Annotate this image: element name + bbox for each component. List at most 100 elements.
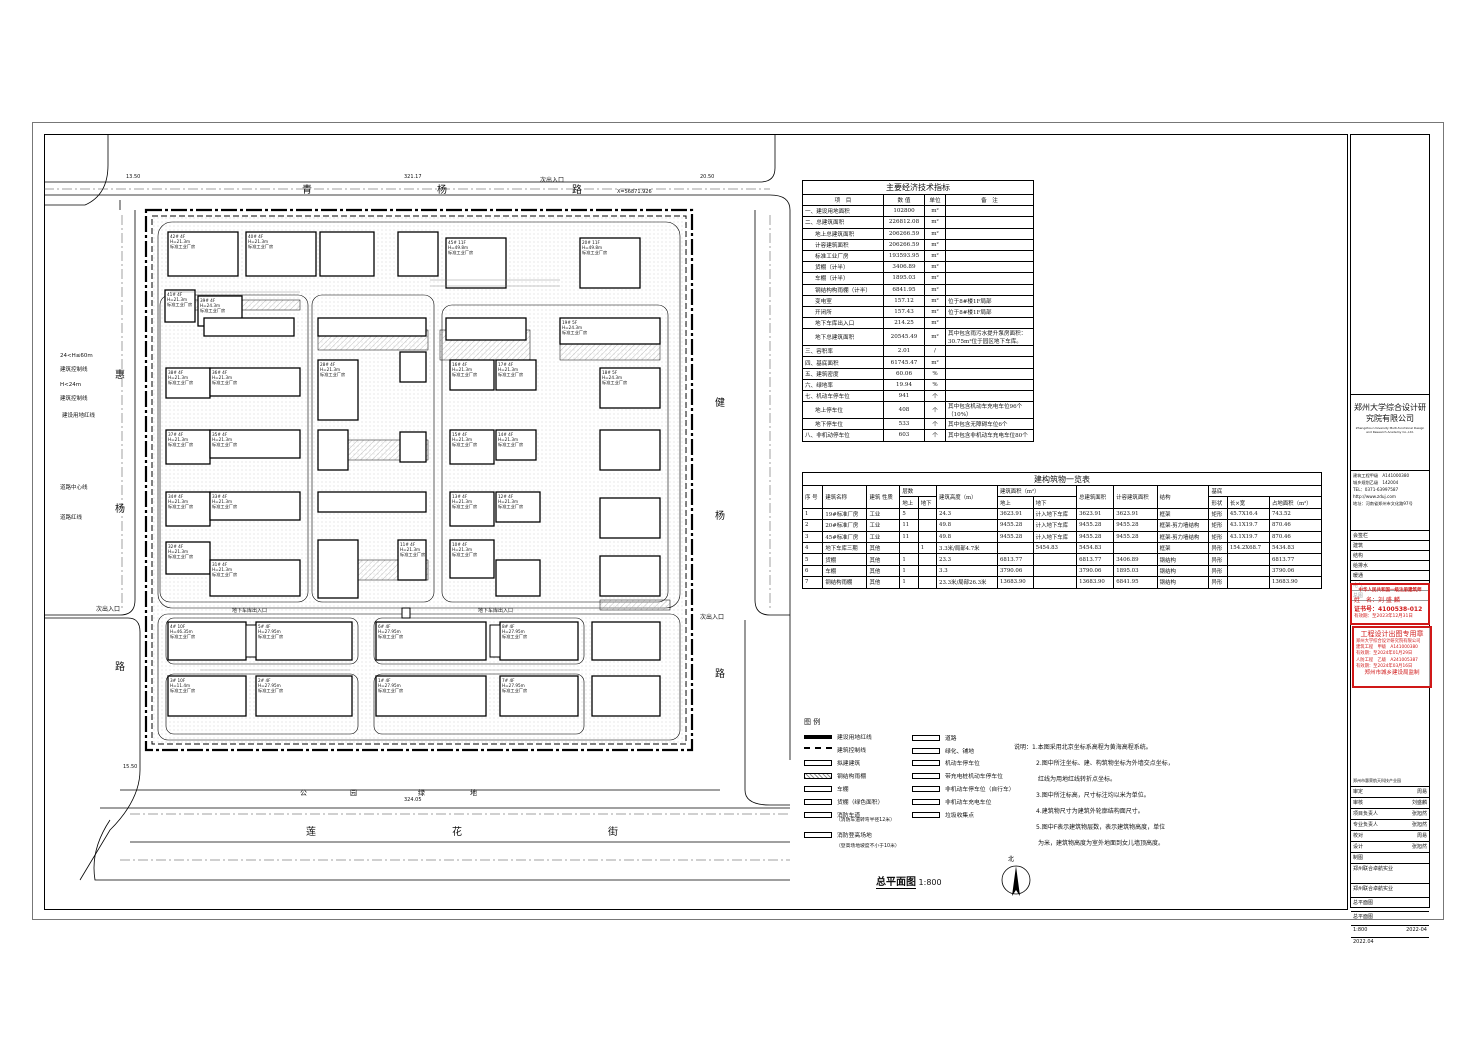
- bld-cell: 其他: [866, 576, 901, 589]
- road-centerlines: [44, 188, 790, 861]
- building-19: [165, 429, 211, 465]
- econ-cell: 408: [883, 401, 925, 420]
- signature-row: 专业负责人张旭然: [1351, 820, 1429, 831]
- drawing-name: 总平面图: [1351, 898, 1429, 912]
- legend-swatch: [912, 811, 940, 818]
- bld-subheader: 形状: [1208, 496, 1228, 509]
- building-13: [209, 367, 301, 397]
- bld-cell: 9455.28: [996, 530, 1034, 543]
- legend-swatch: [912, 785, 940, 792]
- title-block: 郑州大学综合设计研究院有限公司 Zhengzhou University Mul…: [1350, 134, 1430, 945]
- econ-cell: 226812.08: [883, 216, 925, 229]
- bld-cell: 工业: [866, 530, 901, 543]
- bld-cell: 6813.77: [996, 553, 1034, 566]
- econ-header: 数 值: [883, 193, 925, 207]
- building-21: [317, 429, 349, 471]
- bld-header: 结构: [1156, 485, 1210, 509]
- bld-cell: 3: [801, 530, 824, 543]
- econ-cell: 206266.59: [883, 238, 925, 251]
- design-seal: 工程设计出图专用章 郑州大学综合设计研究院有限公司 建筑工程 甲级 A14100…: [1352, 626, 1432, 688]
- bld-cell: 1895.03: [1113, 564, 1158, 578]
- legend-item: 消防登高场地: [804, 830, 872, 839]
- bld-cell: 11: [899, 530, 919, 543]
- econ-cell: m²: [924, 283, 946, 296]
- plan-title-scale: 1:800: [918, 878, 942, 887]
- design-seal-org: 郑州市城乡建设局监制: [1364, 670, 1420, 677]
- econ-cell: 标准工业厂房: [802, 249, 884, 263]
- drawing-sheet: [32, 122, 1444, 920]
- seal-name: 姓 名：刘 盛 麟: [1354, 597, 1400, 604]
- bld-cell: 154.2X68.7: [1226, 541, 1271, 555]
- legend-fire-note-1: （消防车道转弯半径12米）: [836, 818, 895, 823]
- econ-cell: 三、容积率: [802, 345, 884, 358]
- econ-cell: [945, 345, 1034, 358]
- econ-cell: m²: [924, 272, 946, 285]
- econ-cell: 位于8#楼1F局部: [945, 294, 1034, 307]
- bld-cell: 3623.91: [1113, 507, 1158, 521]
- legend-item: 钢结构雨棚: [804, 771, 866, 780]
- website: http://www.zduj.com: [1353, 494, 1396, 499]
- legend-item: 垃圾收集点: [912, 810, 974, 819]
- bld-cell: 3790.06: [1076, 564, 1115, 578]
- bld-header: 总建筑面积: [1076, 485, 1115, 509]
- role-name: 张旭然: [1411, 822, 1427, 828]
- plan-title: 总平面图 1:800: [876, 873, 942, 889]
- bld-cell: [917, 519, 938, 532]
- seal-number: 证书号：4100538-012: [1354, 606, 1423, 613]
- bld-cell: 1: [899, 576, 919, 589]
- note-line: 为米，建筑物高度为室外地面到女儿墙顶高度。: [1038, 840, 1165, 847]
- drawing-frame: [44, 134, 1348, 910]
- bld-cell: 1: [899, 564, 919, 578]
- building-27: [209, 491, 301, 521]
- bld-cell: 工业: [866, 519, 901, 532]
- econ-cell: 61745.47: [883, 356, 925, 369]
- building-46: [375, 675, 487, 717]
- bld-cell: [917, 530, 938, 543]
- bld-cell: 870.46: [1269, 519, 1322, 532]
- building-20: [209, 429, 301, 459]
- bld-cell: 5: [899, 507, 919, 521]
- design-seal-company: 郑州大学综合设计研究院有限公司: [1356, 639, 1421, 644]
- signature-row: 审定周易: [1351, 787, 1429, 798]
- legend-item: 消防车道: [804, 810, 860, 819]
- bld-cell: 其他: [866, 553, 901, 566]
- bld-cell: 6813.77: [1076, 553, 1115, 566]
- role-label: 审核: [1353, 800, 1364, 806]
- econ-cell: 1895.03: [883, 272, 925, 285]
- econ-cell: 其中包含机动车充电车位96个（10%）: [945, 401, 1034, 420]
- bld-cell: 5434.83: [1269, 541, 1322, 555]
- legend-label: 建设用地红线: [837, 735, 872, 741]
- bld-cell: 3790.06: [996, 564, 1034, 578]
- bld-cell: [996, 541, 1034, 555]
- sheet-name: 总平面图: [1351, 912, 1429, 926]
- legend-label: 拟建建筑: [837, 761, 861, 767]
- econ-cell: [945, 249, 1034, 263]
- econ-cell: 其中包含非机动车充电车位80个: [945, 429, 1034, 442]
- econ-cell: m²: [924, 317, 946, 330]
- bld-subheader: 地上: [899, 496, 919, 509]
- countersign-field: 给排水: [1351, 561, 1429, 571]
- econ-cell: 603: [883, 429, 925, 442]
- econ-cell: 地下总建筑面积: [802, 328, 884, 347]
- econ-cell: 五、建筑密度: [802, 367, 884, 380]
- bld-cell: 9455.28: [1076, 519, 1115, 532]
- signature-row: 制图: [1351, 853, 1429, 864]
- bld-subheader: 地下: [1032, 496, 1078, 509]
- bld-cell: 其他: [866, 564, 901, 578]
- legend-swatch: [804, 831, 832, 838]
- bld-cell: 45.7X16.4: [1226, 507, 1271, 521]
- bld-cell: 19#标准厂房: [822, 507, 868, 521]
- bld-cell: [917, 553, 938, 566]
- econ-cell: 位于8#楼1F局部: [945, 305, 1034, 319]
- bld-cell: 钢结构雨棚: [822, 576, 868, 589]
- econ-cell: 193593.95: [883, 249, 925, 263]
- sub-project: 郑州联合卓航实业: [1351, 884, 1429, 898]
- legend-swatch: [912, 772, 940, 779]
- building-26: [165, 491, 211, 527]
- legend-item: 绿化、铺地: [912, 746, 974, 755]
- bld-cell: [1032, 576, 1078, 589]
